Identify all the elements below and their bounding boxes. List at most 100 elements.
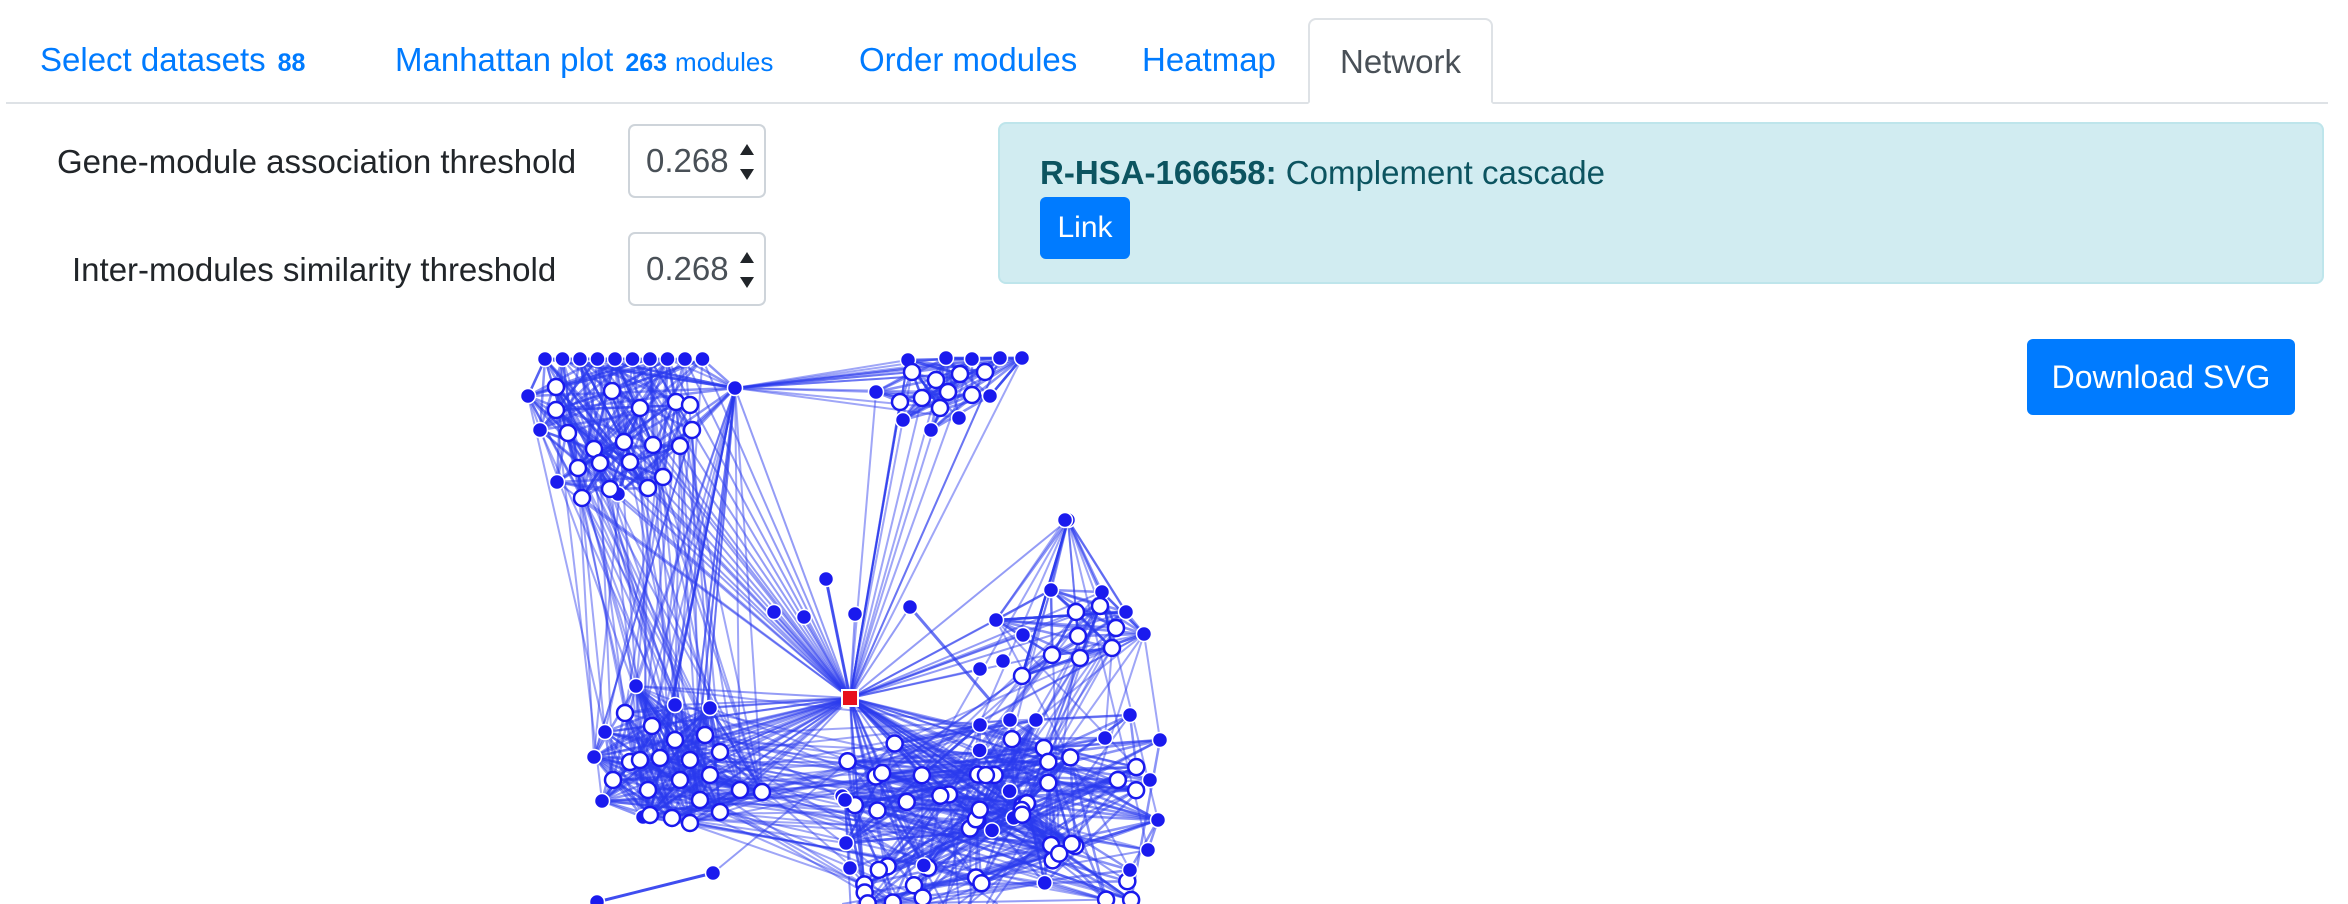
updown-spinner-icon[interactable] [740,252,754,288]
network-node[interactable] [930,398,950,418]
network-node[interactable] [659,350,676,368]
network-node[interactable] [1039,752,1058,772]
network-node[interactable] [558,423,578,443]
network-node[interactable] [1036,874,1053,892]
network-node[interactable] [841,859,859,877]
module-network-graph[interactable] [0,340,1300,904]
network-node[interactable] [1102,638,1122,658]
network-node[interactable] [1039,773,1058,792]
network-node[interactable] [680,750,700,770]
network-node[interactable] [904,876,924,895]
network-node[interactable] [642,716,662,736]
network-node[interactable] [588,893,606,904]
network-node[interactable] [915,857,933,874]
network-node[interactable] [931,786,950,806]
network-node[interactable] [795,608,813,626]
network-node[interactable] [883,893,903,904]
network-node[interactable] [653,467,673,487]
network-node[interactable] [1062,834,1081,854]
network-node[interactable] [554,350,571,368]
network-node[interactable] [1126,780,1146,800]
network-node[interactable] [726,379,744,397]
network-node[interactable] [1149,811,1167,829]
network-node[interactable] [1049,844,1069,863]
network-node[interactable] [676,350,694,368]
selected-pathway-node[interactable] [841,689,859,707]
network-node[interactable] [867,383,885,401]
network-node[interactable] [680,395,700,415]
network-node[interactable] [922,421,940,439]
network-node[interactable] [670,770,690,790]
network-node[interactable] [972,874,991,893]
network-node[interactable] [666,696,684,714]
network-node[interactable] [710,802,730,822]
network-node[interactable] [730,780,750,800]
network-node[interactable] [868,801,887,820]
network-node[interactable] [950,364,970,384]
network-node[interactable] [615,703,635,723]
network-node[interactable] [885,734,904,753]
network-node[interactable] [614,432,634,452]
network-node[interactable] [901,598,919,616]
network-node[interactable] [837,834,855,852]
network-node[interactable] [1042,645,1062,665]
network-node[interactable] [1096,890,1116,904]
network-node[interactable] [926,370,946,390]
network-node[interactable] [630,750,650,770]
network-node[interactable] [836,791,854,809]
network-node[interactable] [872,763,892,783]
network-node[interactable] [890,392,910,412]
network-node[interactable] [1151,731,1169,749]
network-node[interactable] [680,813,700,833]
network-node[interactable] [650,748,670,768]
gene-module-threshold-input[interactable]: 0.268 [628,124,766,198]
network-node[interactable] [1127,757,1146,777]
network-node[interactable] [585,748,603,766]
network-node[interactable] [1042,581,1060,599]
network-node[interactable] [641,350,659,368]
network-node[interactable] [682,420,702,440]
pathway-link-button[interactable]: Link [1040,197,1130,259]
network-node[interactable] [593,792,611,810]
network-node[interactable] [962,385,982,405]
network-node[interactable] [1012,666,1032,686]
network-node[interactable] [869,860,889,880]
network-node[interactable] [1121,706,1139,724]
network-node[interactable] [548,473,566,491]
network-node[interactable] [606,350,624,368]
network-node[interactable] [1139,841,1157,859]
network-node[interactable] [1014,626,1032,644]
network-node[interactable] [963,350,981,368]
network-node[interactable] [1068,626,1088,646]
network-node[interactable] [1027,711,1045,729]
network-node[interactable] [991,349,1009,367]
network-node[interactable] [704,864,722,882]
network-node[interactable] [1090,596,1110,616]
network-node[interactable] [987,611,1005,629]
network-node[interactable] [1135,625,1153,643]
tab-order-modules[interactable]: Order modules [859,18,1077,102]
network-node[interactable] [817,570,835,588]
network-node[interactable] [700,765,720,785]
network-node[interactable] [1013,349,1031,367]
network-node[interactable] [938,382,958,402]
network-node[interactable] [858,894,877,904]
network-node[interactable] [638,780,658,800]
network-node[interactable] [670,436,690,456]
download-svg-button[interactable]: Download SVG [2027,339,2295,415]
network-node[interactable] [602,381,622,401]
network-node[interactable] [971,716,989,734]
network-node[interactable] [976,765,996,785]
network-node[interactable] [1001,782,1018,800]
network-node[interactable] [950,409,968,427]
network-node[interactable] [897,792,916,812]
network-node[interactable] [662,808,682,828]
network-node[interactable] [1108,770,1128,790]
network-node[interactable] [531,421,549,439]
network-node[interactable] [546,377,566,397]
network-node[interactable] [627,677,645,695]
network-node[interactable] [1141,771,1159,789]
network-node[interactable] [912,388,932,408]
